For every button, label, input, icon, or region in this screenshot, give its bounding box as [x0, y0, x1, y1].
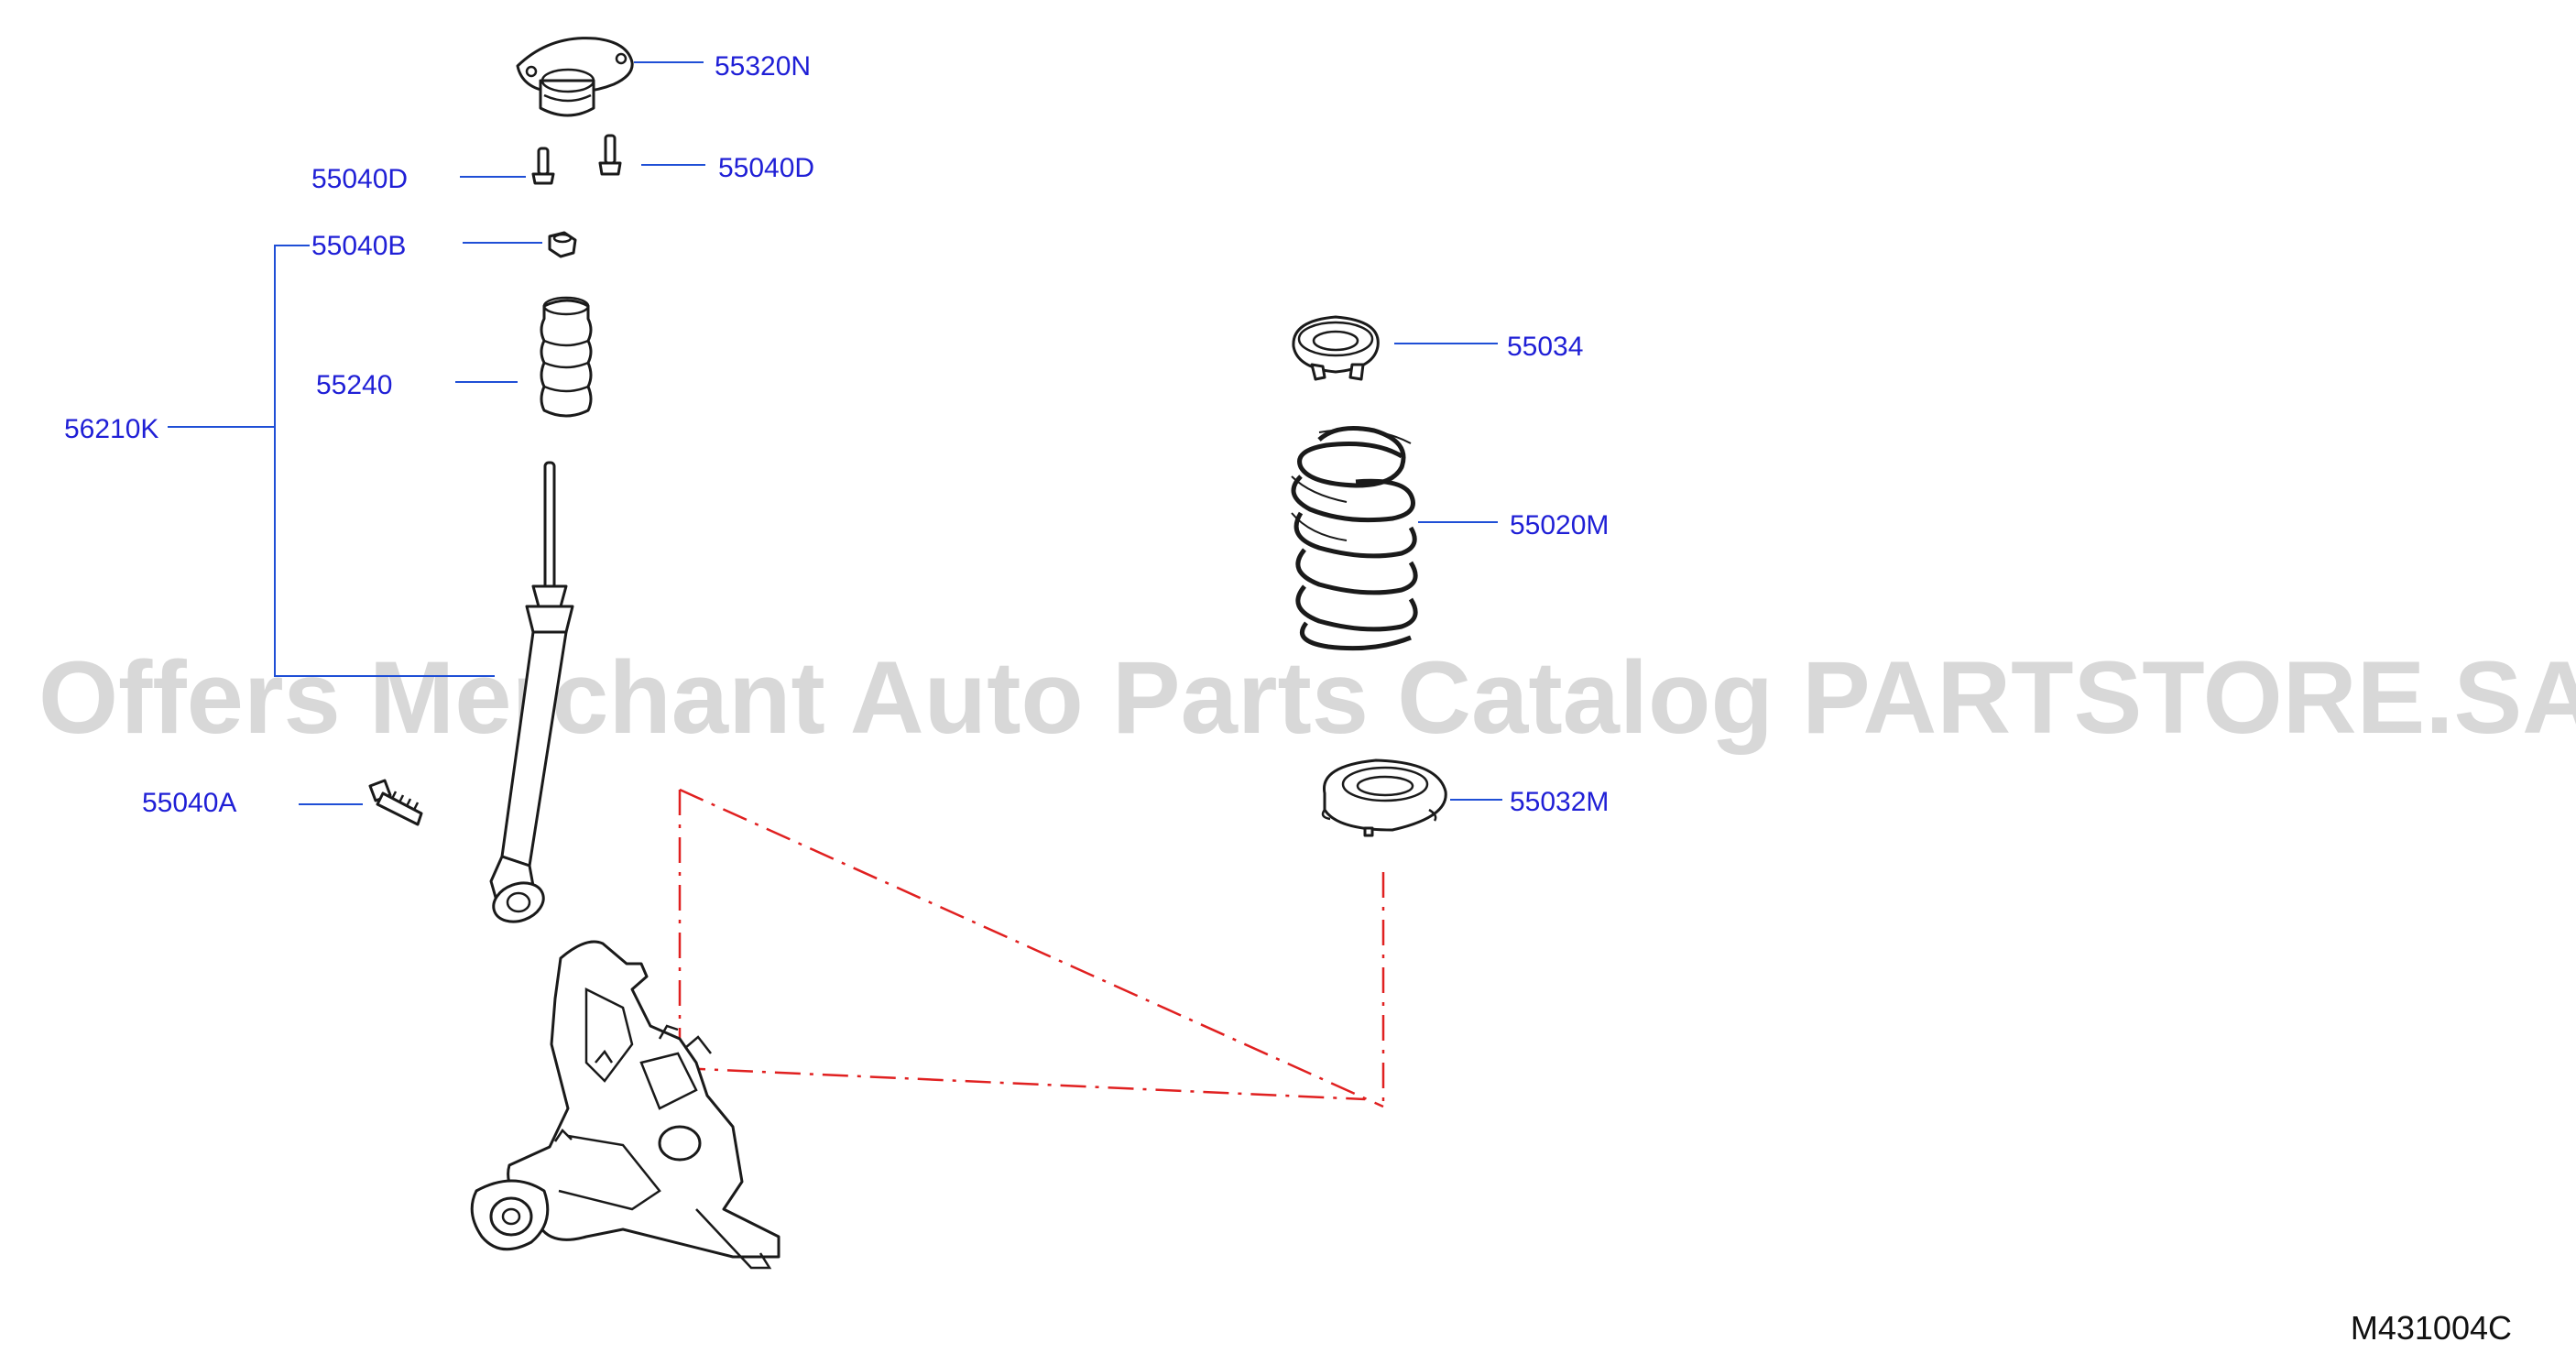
label-55040D-left[interactable]: 55040D	[311, 164, 408, 194]
label-56210K[interactable]: 56210K	[64, 414, 158, 444]
bump-stop-part[interactable]	[540, 296, 593, 418]
nut-55040B-part[interactable]	[548, 231, 577, 258]
diagram-code: M431004C	[2351, 1309, 2512, 1347]
label-55020M[interactable]: 55020M	[1510, 510, 1609, 540]
bolt-55040D-right-part[interactable]	[598, 134, 622, 176]
rear-axle-arm-part[interactable]	[470, 940, 780, 1270]
shock-absorber-part[interactable]	[488, 461, 574, 928]
label-55032M[interactable]: 55032M	[1510, 787, 1609, 817]
label-55040D-right[interactable]: 55040D	[718, 153, 814, 183]
coil-spring-part[interactable]	[1291, 426, 1418, 651]
alignment-dashed-lines	[678, 788, 1385, 1108]
bracket-56210K	[274, 245, 495, 677]
watermark-text: Offers Merchant Auto Parts Catalog PARTS…	[38, 640, 2576, 755]
bolt-55040D-left-part[interactable]	[531, 147, 555, 185]
label-55240[interactable]: 55240	[316, 370, 392, 400]
label-55034[interactable]: 55034	[1507, 332, 1583, 362]
label-55040A[interactable]: 55040A	[142, 788, 236, 818]
label-55040B[interactable]: 55040B	[311, 231, 406, 261]
bolt-55040A-part[interactable]	[368, 779, 423, 826]
spring-seat-lower-part[interactable]	[1321, 758, 1447, 837]
label-55320N[interactable]: 55320N	[715, 51, 811, 82]
strut-mount-part[interactable]	[516, 37, 634, 117]
spring-seat-upper-part[interactable]	[1292, 315, 1380, 381]
